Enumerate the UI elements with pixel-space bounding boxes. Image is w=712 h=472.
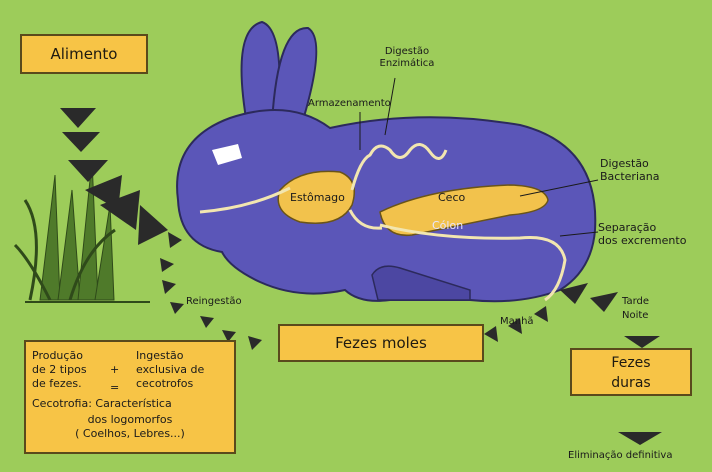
cecotrofia-line2: dos logomorfos xyxy=(26,414,234,427)
producao-line3: de fezes. xyxy=(32,378,82,391)
reingestao-label: Reingestão xyxy=(186,296,242,308)
hard-feces-label-line2: duras xyxy=(572,373,690,393)
ingestao-line2: exclusiva de xyxy=(136,364,204,377)
plant-illustration xyxy=(15,160,150,302)
colon-label: Cólon xyxy=(432,220,463,233)
separacao-line1: Separação xyxy=(598,222,686,235)
hard-feces-label-line1: Fezes xyxy=(572,353,690,373)
ceco-label: Ceco xyxy=(438,192,465,205)
digestao-enzimatica-line2: Enzimática xyxy=(372,58,442,70)
producao-line2: de 2 tipos xyxy=(32,364,87,377)
separacao-label: Separação dos excremento xyxy=(598,222,686,247)
soft-feces-box: Fezes moles xyxy=(278,324,484,362)
manha-label: Manhã xyxy=(500,316,534,328)
producao-line1: Produção xyxy=(32,350,83,363)
cecotrofia-line3: ( Coelhos, Lebres...) xyxy=(26,428,234,441)
estomago-label: Estômago xyxy=(290,192,345,205)
ingestao-line3: cecotrofos xyxy=(136,378,193,391)
ingestao-line1: Ingestão xyxy=(136,350,183,363)
eliminacao-label: Eliminação definitiva xyxy=(568,450,672,462)
alimento-box: Alimento xyxy=(20,34,148,74)
plus-sign: + xyxy=(110,364,119,377)
noite-label: Noite xyxy=(622,310,648,322)
cecotrofia-line1: Cecotrofia: Característica xyxy=(32,398,172,411)
alimento-label: Alimento xyxy=(50,45,117,63)
tarde-label: Tarde xyxy=(622,296,649,308)
hard-feces-box: Fezes duras xyxy=(570,348,692,396)
digestao-bacteriana-label: Digestão Bacteriana xyxy=(600,158,659,183)
equals-sign: = xyxy=(110,382,119,395)
food-arrows xyxy=(60,108,168,245)
soft-feces-label: Fezes moles xyxy=(335,334,427,352)
digestao-enzimatica-line1: Digestão xyxy=(372,46,442,58)
digestao-bacteriana-line2: Bacteriana xyxy=(600,171,659,184)
armazenamento-label: Armazenamento xyxy=(308,98,391,110)
separacao-line2: dos excremento xyxy=(598,235,686,248)
digestao-enzimatica-label: Digestão Enzimática xyxy=(372,46,442,69)
digestao-bacteriana-line1: Digestão xyxy=(600,158,659,171)
info-box: Produção de 2 tipos de fezes. + = Ingest… xyxy=(24,340,236,454)
